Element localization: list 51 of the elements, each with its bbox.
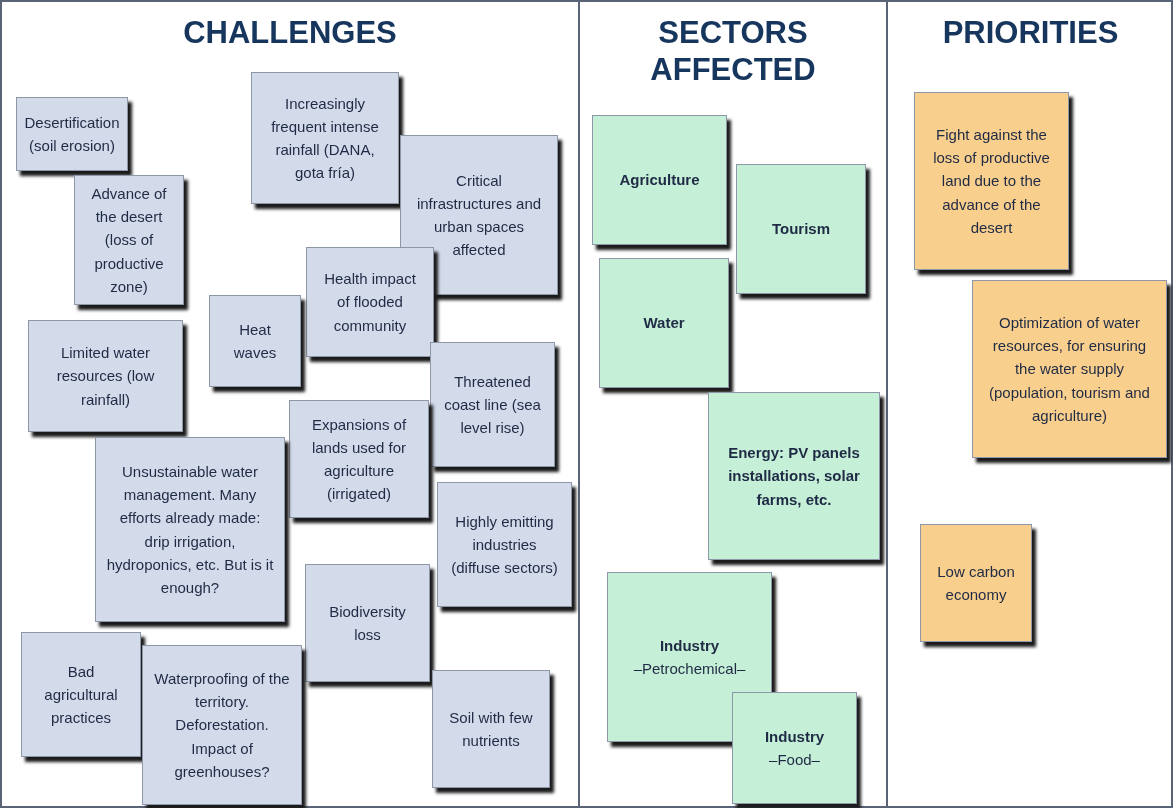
sticky-note bbox=[592, 115, 727, 245]
note-text: –Food– bbox=[769, 750, 820, 770]
note-text: Health impact of flooded community bbox=[323, 269, 417, 336]
note-text: –Petrochemical– bbox=[633, 659, 746, 679]
note-text: Fight against the loss of productive land due to the advance of the desert bbox=[932, 124, 1051, 238]
sticky-note bbox=[914, 92, 1069, 270]
sticky-note bbox=[920, 524, 1032, 642]
note-text: Industry bbox=[659, 635, 720, 656]
sticky-note bbox=[432, 670, 550, 788]
note-text: Energy: PV panels installations, solar farms, etc. bbox=[727, 443, 861, 510]
sticky-note bbox=[972, 280, 1167, 458]
note-text: Expansions of lands used for agriculture (irrigated) bbox=[310, 414, 408, 505]
note-text: Optimization of water resources, for ensuring the water supply (population, tourism and agriculture) bbox=[988, 312, 1151, 426]
column-heading: SECTORS AFFECTED bbox=[649, 14, 817, 89]
sticky-note bbox=[430, 342, 555, 467]
sticky-note bbox=[732, 692, 857, 804]
sticky-note bbox=[142, 645, 302, 805]
note-text: Increasingly frequent intense rainfall (DANA, gota fría) bbox=[270, 93, 380, 184]
column-heading: PRIORITIES bbox=[941, 14, 1120, 52]
note-text: Low carbon economy bbox=[936, 561, 1016, 605]
column-heading: CHALLENGES bbox=[182, 14, 398, 52]
sticky-note bbox=[708, 392, 880, 560]
sticky-note bbox=[599, 258, 729, 388]
note-text: Bad agricultural practices bbox=[43, 661, 119, 729]
note-text: Limited water resources (low rainfall) bbox=[55, 343, 156, 410]
note-text: Threatened coast line (sea level rise) bbox=[443, 371, 542, 439]
note-text: Water bbox=[643, 313, 685, 334]
sticky-note bbox=[21, 632, 141, 757]
note-text: Advance of the desert (loss of productive zone) bbox=[90, 183, 168, 297]
note-text: Tourism bbox=[771, 219, 831, 240]
sticky-note bbox=[251, 72, 399, 204]
note-text: Soil with few nutrients bbox=[448, 707, 534, 751]
note-text: Desertification (soil erosion) bbox=[24, 112, 120, 156]
note-text: Heat waves bbox=[232, 319, 278, 363]
sticky-note bbox=[736, 164, 866, 294]
note-text: Waterproofing of the territory. Deforestation. Impact of greenhouses? bbox=[153, 668, 291, 782]
sticky-note bbox=[289, 400, 429, 518]
note-text: Unsustainable water management. Many efforts already made: drip irrigation, hydroponics, etc. But is it enough? bbox=[106, 461, 274, 598]
note-text: Highly emitting industries (diffuse sectors) bbox=[450, 511, 559, 579]
sticky-note bbox=[74, 175, 184, 305]
sticky-note bbox=[16, 97, 128, 171]
note-text: Industry bbox=[764, 726, 825, 747]
sticky-note bbox=[305, 564, 430, 682]
note-text: Biodiversity loss bbox=[328, 601, 407, 645]
sticky-note bbox=[95, 437, 285, 622]
note-text: Agriculture bbox=[619, 170, 700, 191]
sticky-note bbox=[306, 247, 434, 357]
sticky-note bbox=[437, 482, 572, 607]
note-text: Critical infrastructures and urban spaces affected bbox=[415, 170, 543, 261]
sticky-note bbox=[209, 295, 301, 387]
sticky-note bbox=[28, 320, 183, 432]
